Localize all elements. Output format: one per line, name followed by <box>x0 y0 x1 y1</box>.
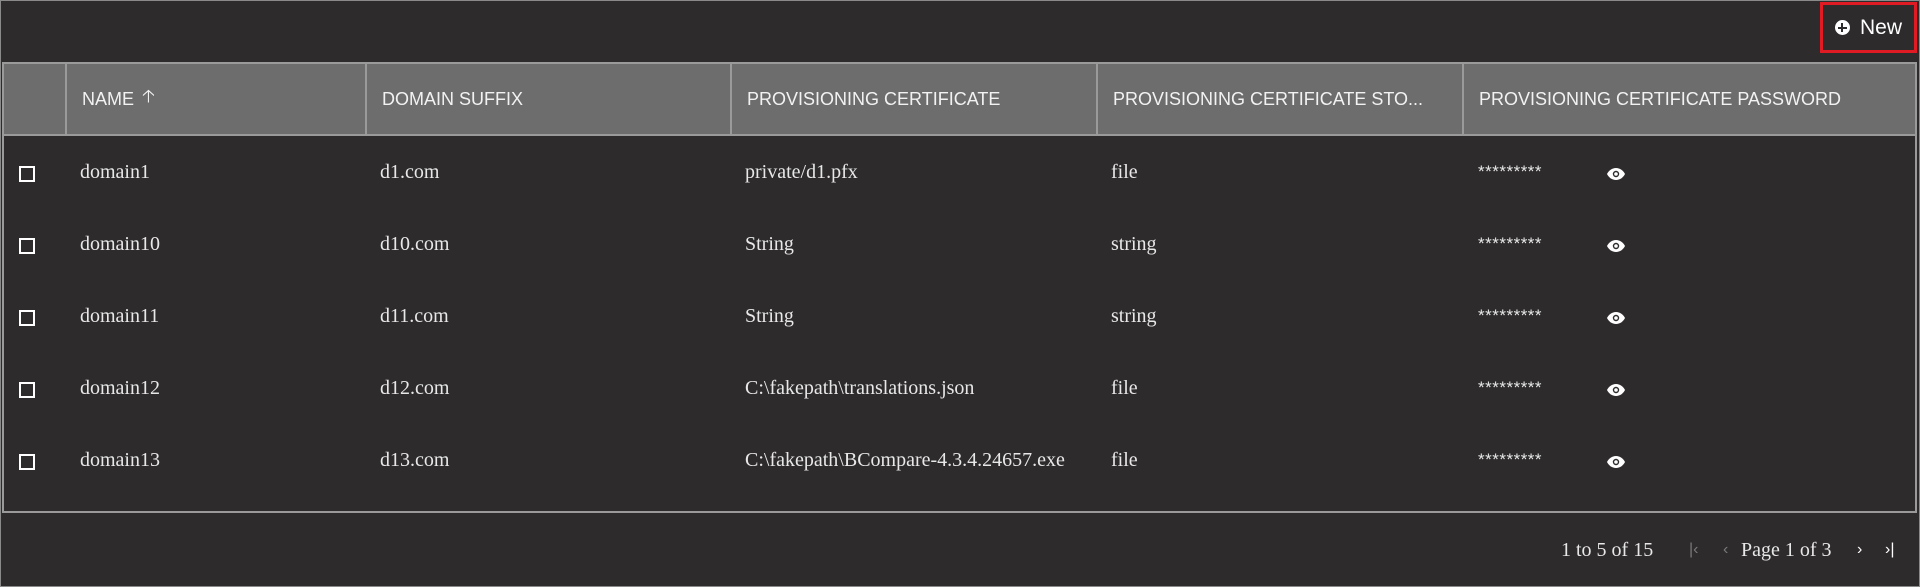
row-count-summary: 1 to 5 of 15 <box>1561 538 1654 561</box>
row-checkbox[interactable] <box>19 166 35 182</box>
eye-icon[interactable] <box>1607 312 1625 324</box>
new-button[interactable]: New <box>1820 2 1917 53</box>
column-header-label: PROVISIONING CERTIFICATE <box>747 88 1001 109</box>
table-row[interactable]: domain11 d11.com String string ********* <box>4 280 1915 352</box>
eye-icon[interactable] <box>1607 384 1625 396</box>
cell-certificate: private/d1.pfx <box>745 160 858 183</box>
cell-password: ********* <box>1478 378 1543 397</box>
cell-domain-suffix: d10.com <box>380 232 450 255</box>
cell-certificate: String <box>745 232 794 255</box>
page-indicator: Page 1 of 3 <box>1741 538 1832 561</box>
cell-storage: file <box>1111 376 1138 399</box>
cell-certificate: C:\fakepath\translations.json <box>745 376 975 399</box>
table-header: NAME 🡡 DOMAIN SUFFIX PROVISIONING CERTIF… <box>4 64 1915 136</box>
column-header-label: NAME <box>82 88 135 109</box>
column-header-name[interactable]: NAME 🡡 <box>67 64 365 134</box>
eye-icon[interactable] <box>1607 168 1625 180</box>
cell-storage: file <box>1111 448 1138 471</box>
last-page-icon[interactable]: ›| <box>1885 541 1895 558</box>
cell-name: domain1 <box>80 160 150 183</box>
column-divider <box>730 64 732 134</box>
cell-storage: string <box>1111 304 1157 327</box>
column-divider <box>65 64 67 134</box>
table-row[interactable]: domain13 d13.com C:\fakepath\BCompare-4.… <box>4 424 1915 496</box>
cell-storage: file <box>1111 160 1138 183</box>
cell-password: ********* <box>1478 306 1543 325</box>
row-checkbox[interactable] <box>19 310 35 326</box>
cell-domain-suffix: d12.com <box>380 376 450 399</box>
cell-password: ********* <box>1478 234 1543 253</box>
cell-domain-suffix: d1.com <box>380 160 440 183</box>
cell-password: ********* <box>1478 450 1543 469</box>
eye-icon[interactable] <box>1607 240 1625 252</box>
new-button-label: New <box>1859 15 1902 39</box>
cell-name: domain10 <box>80 232 160 255</box>
column-divider <box>1462 64 1464 134</box>
column-header-certificate-storage[interactable]: PROVISIONING CERTIFICATE STO... <box>1098 64 1462 134</box>
column-header-provisioning-certificate[interactable]: PROVISIONING CERTIFICATE <box>732 64 1096 134</box>
toolbar: New <box>1 1 1919 61</box>
row-checkbox[interactable] <box>19 454 35 470</box>
column-header-label: DOMAIN SUFFIX <box>382 88 524 109</box>
cell-name: domain13 <box>80 448 160 471</box>
previous-page-icon[interactable]: ‹ <box>1723 541 1729 558</box>
row-checkbox[interactable] <box>19 382 35 398</box>
column-header-domain-suffix[interactable]: DOMAIN SUFFIX <box>367 64 730 134</box>
data-table: NAME 🡡 DOMAIN SUFFIX PROVISIONING CERTIF… <box>2 62 1917 513</box>
plus-circle-icon <box>1834 20 1850 35</box>
first-page-icon[interactable]: |‹ <box>1689 541 1699 558</box>
cell-storage: string <box>1111 232 1157 255</box>
column-header-label: PROVISIONING CERTIFICATE STO... <box>1113 88 1424 109</box>
pagination-bar: 1 to 5 of 15 |‹ ‹ Page 1 of 3 › ›| <box>1 515 1919 585</box>
column-header-certificate-password[interactable]: PROVISIONING CERTIFICATE PASSWORD <box>1464 64 1915 134</box>
table-row[interactable]: domain1 d1.com private/d1.pfx file *****… <box>4 136 1915 208</box>
table-row[interactable]: domain10 d10.com String string ********* <box>4 208 1915 280</box>
table-row[interactable]: domain12 d12.com C:\fakepath\translation… <box>4 352 1915 424</box>
cell-certificate: C:\fakepath\BCompare-4.3.4.24657.exe <box>745 448 1065 471</box>
cell-name: domain11 <box>80 304 160 327</box>
column-divider <box>1096 64 1098 134</box>
cell-domain-suffix: d13.com <box>380 448 450 471</box>
cell-domain-suffix: d11.com <box>380 304 449 327</box>
arrow-up-icon: 🡡 <box>142 86 155 106</box>
eye-icon[interactable] <box>1607 456 1625 468</box>
cell-name: domain12 <box>80 376 160 399</box>
column-divider <box>365 64 367 134</box>
column-header-label: PROVISIONING CERTIFICATE PASSWORD <box>1479 88 1842 109</box>
row-checkbox[interactable] <box>19 238 35 254</box>
cell-password: ********* <box>1478 162 1543 181</box>
next-page-icon[interactable]: › <box>1857 541 1863 558</box>
cell-certificate: String <box>745 304 794 327</box>
